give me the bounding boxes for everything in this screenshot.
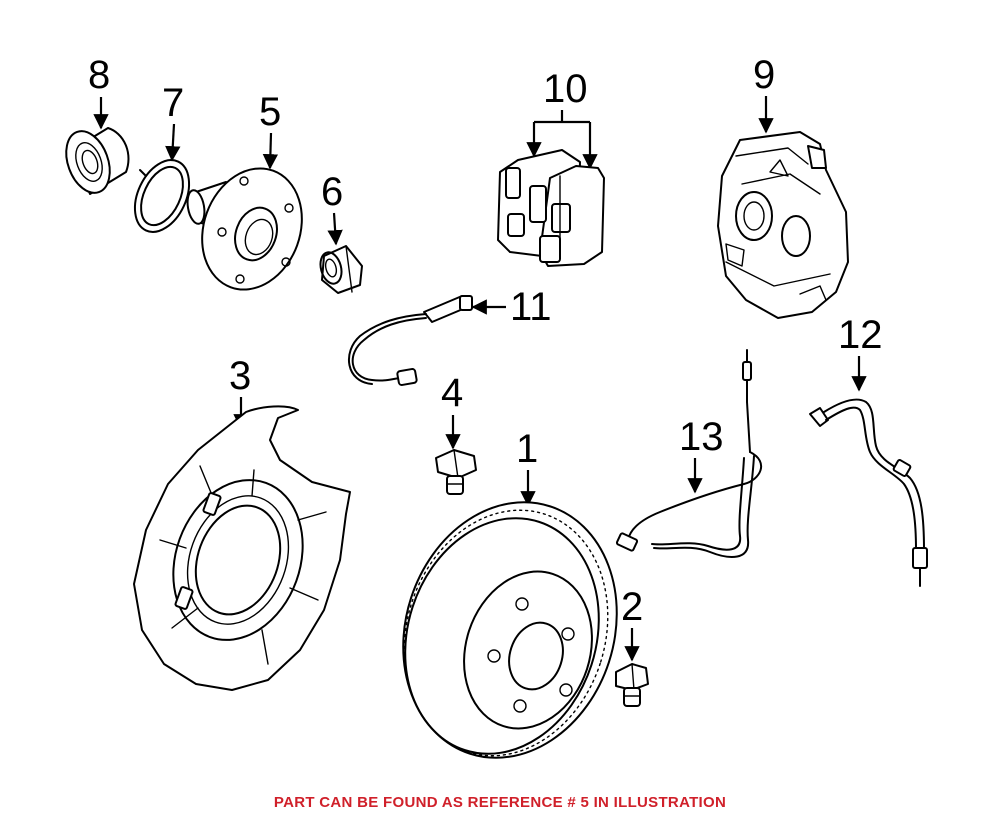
part-8-wheel-bearing — [65, 127, 130, 195]
reference-note: PART CAN BE FOUND AS REFERENCE # 5 IN IL… — [273, 794, 727, 811]
callout-label-10: 10 — [543, 67, 588, 111]
callout-label-12: 12 — [838, 313, 883, 357]
callout-label-3: 3 — [229, 354, 251, 398]
callout-label-5: 5 — [259, 90, 281, 134]
part-9-brake-caliper — [717, 131, 849, 319]
callout-label-4: 4 — [441, 371, 463, 415]
part-10-brake-pads — [497, 149, 605, 267]
part-5-wheel-hub — [186, 167, 303, 291]
callout-arrows — [93, 96, 867, 662]
callout-label-6: 6 — [321, 170, 343, 214]
callout-label-9: 9 — [753, 53, 775, 97]
callout-label-8: 8 — [88, 53, 110, 97]
part-6-axle-nut — [319, 245, 363, 294]
part-2-bolt — [615, 663, 649, 707]
part-4-bolt — [435, 449, 477, 495]
part-3-splash-shield — [133, 405, 351, 691]
callout-label-2: 2 — [621, 585, 643, 629]
part-11-wear-sensor — [348, 295, 473, 386]
part-7-snap-ring — [133, 159, 191, 233]
part-1-brake-rotor — [402, 501, 618, 759]
callout-label-7: 7 — [162, 81, 184, 125]
part-12-brake-hose — [809, 398, 928, 587]
callout-label-1: 1 — [516, 427, 538, 471]
callout-label-13: 13 — [679, 415, 724, 459]
callout-label-11: 11 — [510, 285, 552, 329]
part-13-abs-sensor — [615, 349, 763, 558]
